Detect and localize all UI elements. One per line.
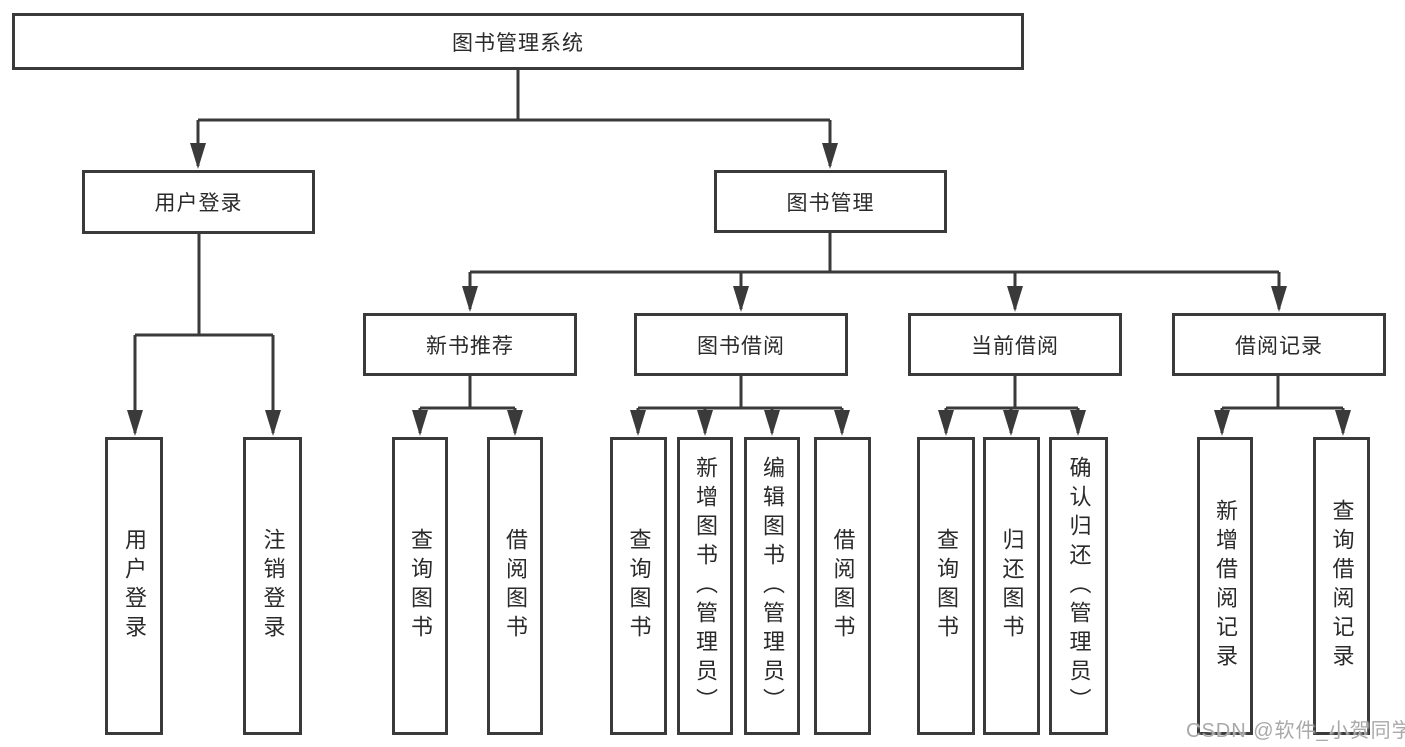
leaf-add-book-admin-label: 新增图书（管理员）	[693, 455, 718, 717]
leaf-query-books-2: 查询图书	[610, 437, 667, 735]
leaf-return-book: 归还图书	[983, 437, 1040, 735]
leaf-user-login-label: 用户登录	[122, 528, 147, 644]
leaf-query-books-1: 查询图书	[392, 437, 448, 735]
node-borrow-records: 借阅记录	[1172, 313, 1386, 376]
node-current-borrow: 当前借阅	[908, 313, 1122, 376]
leaf-logout-label: 注销登录	[260, 528, 286, 644]
leaf-edit-book-admin-label: 编辑图书（管理员）	[760, 455, 785, 717]
arrowheads	[127, 143, 1351, 436]
leaf-add-borrow-record-label: 新增借阅记录	[1213, 499, 1238, 673]
leaf-logout: 注销登录	[243, 437, 302, 735]
leaf-borrow-books-2-label: 借阅图书	[830, 528, 856, 644]
leaf-borrow-books-1: 借阅图书	[487, 437, 543, 735]
leaf-query-borrow-record-label: 查询借阅记录	[1329, 499, 1355, 673]
leaf-add-borrow-record: 新增借阅记录	[1197, 437, 1253, 735]
leaf-return-book-label: 归还图书	[999, 528, 1025, 644]
leaf-add-book-admin: 新增图书（管理员）	[677, 437, 733, 735]
leaf-confirm-return-admin: 确认归还（管理员）	[1049, 437, 1108, 735]
leaf-query-books-1-label: 查询图书	[408, 528, 433, 644]
watermark-text: CSDN @软件_小贺同学	[1186, 720, 1405, 742]
connector-paths	[133, 70, 1345, 433]
node-root: 图书管理系统	[12, 13, 1024, 70]
leaf-borrow-books-2: 借阅图书	[814, 437, 871, 735]
node-new-book-recommend: 新书推荐	[363, 313, 577, 376]
leaf-user-login: 用户登录	[105, 437, 163, 735]
leaf-query-books-3-label: 查询图书	[934, 528, 959, 644]
leaf-query-borrow-record: 查询借阅记录	[1313, 437, 1370, 735]
node-book-borrow: 图书借阅	[634, 313, 848, 376]
leaf-query-books-3: 查询图书	[917, 437, 975, 735]
node-book-management: 图书管理	[714, 170, 947, 233]
leaf-query-books-2-label: 查询图书	[626, 528, 652, 644]
node-user-login: 用户登录	[82, 170, 315, 234]
leaf-borrow-books-1-label: 借阅图书	[503, 528, 528, 644]
leaf-confirm-return-admin-label: 确认归还（管理员）	[1066, 455, 1092, 717]
leaf-edit-book-admin: 编辑图书（管理员）	[744, 437, 800, 735]
